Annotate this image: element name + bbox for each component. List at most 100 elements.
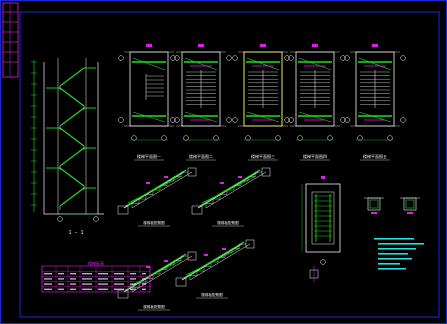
table-cell-text [130,273,136,275]
stair-plan: 楼梯平面图二 [170,44,232,161]
grid-bubble [93,216,99,222]
slab-top [131,255,193,293]
plan-label-mark [146,44,152,47]
slab-label-mark [164,176,168,178]
table-cell-text [44,273,52,275]
grid-bubble [226,55,232,61]
plan-title: 楼梯平面图一 [137,153,161,159]
stair-flight [59,67,85,87]
table-cell-text [142,283,146,285]
plan-accent-outline [243,51,283,127]
table-cell-text [142,288,146,290]
grid-bubble [226,117,232,123]
stair-slab-detail: 楼梯板配筋图 [191,167,271,227]
plan-title: 楼梯平面图二 [189,153,213,159]
note-line [378,243,424,245]
grid-bubble [288,117,294,123]
detail-title: 楼梯板配筋图 [143,220,165,225]
grid-bubble [284,117,290,123]
stair-slab-detail: 楼梯板配筋图 [117,167,197,227]
grid-bubble [161,135,167,141]
cross-section [400,197,420,214]
grid-bubble [344,117,350,123]
plan-rebar-diag [184,57,218,71]
table-cell-text [58,278,64,280]
stair-details-group: 楼梯板配筋图楼梯板配筋图楼梯板配筋图楼梯板配筋图 [117,167,271,311]
grid-bubble [174,117,180,123]
stair-slab-detail: 楼梯板配筋图 [175,239,255,299]
xsec-stirrup [405,199,415,209]
slab-end-beam [117,205,129,215]
table-cell-text [58,273,64,275]
table-cell-text [130,278,136,280]
table-cell-text [98,273,108,275]
table-cell-text [70,278,76,280]
detail-title: 楼梯板配筋图 [143,304,165,309]
stair-plan: 楼梯平面图五 [344,44,406,161]
beam-outline [305,183,341,253]
slab-top [131,171,193,209]
stair-slab-detail: 楼梯板配筋图 [117,251,197,311]
cross-section-details [364,197,420,214]
slab-label-mark [220,182,224,184]
stair-plan: 楼梯平面图三 [232,44,294,161]
grid-bubble [340,55,346,61]
slab-end-beam [117,289,129,299]
xsec-stirrup [369,199,379,209]
grid-bubble [357,135,363,141]
grid-bubble [232,117,238,123]
grid-bubble [320,259,326,265]
title-block-strip [2,2,19,78]
table-cell-text [130,288,136,290]
stair-schedule-table [41,265,151,293]
table-cell-text [130,283,136,285]
slab-top [189,243,251,281]
slab-label-mark [238,176,242,178]
grid-bubble [183,135,189,141]
slab-rebar [183,241,245,279]
table-cell-text [98,288,108,290]
plan-label-mark [372,44,378,47]
slab-label-mark [146,182,150,184]
slab-top [205,171,267,209]
stair-plans-group: 楼梯平面图一 楼梯平面图二 楼梯平面图三楼梯平面图四楼梯平面图五 [118,44,406,161]
table-cell-text [82,278,92,280]
slab-rebar-top [185,247,241,276]
cross-section [364,197,384,214]
table-cell-text [114,273,124,275]
table-cell-text [82,273,92,275]
table-cell-text [58,283,64,285]
table-cell-text [44,278,52,280]
table-cell-text [98,283,108,285]
stair-flight [59,187,85,207]
table-cell-text [70,273,76,275]
stair-flight [59,127,85,147]
slab-rebar-top [127,175,183,204]
table-cell-text [82,283,92,285]
grid-bubble [232,55,238,61]
beam-inner [311,191,335,245]
table-cell-text [44,283,52,285]
detail-title: 楼梯板配筋图 [217,220,239,225]
slab-rebar [125,169,187,207]
table-cell-text [82,288,92,290]
table-cell-text [44,288,52,290]
table-cell-text [58,288,64,290]
section-title: 1 — 1 [68,230,83,236]
plan-rebar-diag [358,111,392,123]
slab-end-beam [187,251,197,261]
beam-label-mark [321,176,325,179]
slab-end-beam [175,277,187,287]
plan-rebar-diag [298,111,332,123]
slab-rebar-top [127,259,183,288]
slab-end-beam [191,205,203,215]
stair-flight [59,167,85,187]
detail-title: 楼梯板配筋图 [201,292,223,297]
schedule-table-title: 楼梯板表 [88,260,104,266]
grid-bubble [297,135,303,141]
note-line [378,263,400,265]
stair-plan: 楼梯平面图四 [284,44,346,161]
grid-bubble [400,117,406,123]
table-cell-text [114,283,124,285]
